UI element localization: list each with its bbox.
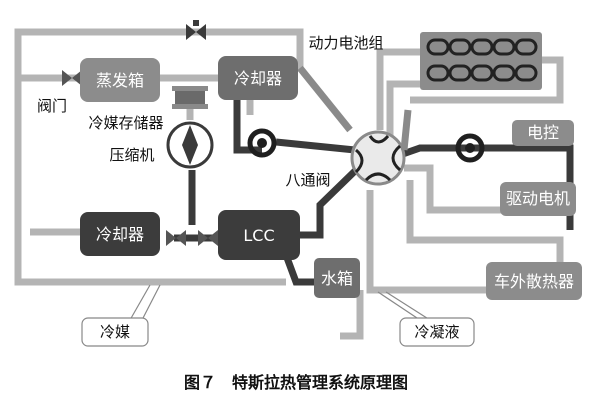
- compressor-icon: [166, 121, 214, 169]
- drive-motor-box: 驱动电机: [500, 182, 576, 216]
- external-radiator-label: 车外散热器: [494, 272, 574, 291]
- expansion-valve-icon: [166, 230, 218, 246]
- electronic-control-box: 电控: [512, 120, 574, 146]
- cooler-left-label: 冷却器: [96, 225, 144, 244]
- refrigerant-storage: [172, 86, 208, 109]
- refrigerant-label: 冷媒: [100, 323, 130, 341]
- electronic-control-label: 电控: [527, 123, 559, 142]
- drive-motor-label: 驱动电机: [506, 189, 570, 208]
- misc-pipes: [297, 65, 412, 151]
- refrigerant-storage-label: 冷媒存储器: [88, 114, 163, 132]
- external-radiator-box: 车外散热器: [486, 262, 582, 300]
- valve-icon: [62, 70, 82, 86]
- evaporator-label: 蒸发箱: [96, 71, 144, 90]
- coolant-label: 冷凝液: [414, 323, 459, 341]
- figure-caption: 图７ 特斯拉热管理系统原理图: [184, 373, 408, 392]
- battery-pack: [420, 32, 542, 90]
- compressor-label: 压缩机: [109, 146, 154, 164]
- top-valve-icon: [186, 20, 206, 40]
- lcc-box: LCC: [218, 210, 300, 260]
- eight-way-valve-label: 八通阀: [285, 171, 330, 189]
- water-tank-label: 水箱: [321, 269, 353, 288]
- coolant-callout: 冷凝液: [377, 291, 475, 347]
- cooler-left-box: 冷却器: [80, 212, 160, 256]
- battery-pack-label: 动力电池组: [308, 34, 383, 52]
- eight-way-valve-icon: [350, 130, 406, 186]
- evaporator-box: 蒸发箱: [80, 58, 160, 102]
- valve-label: 阀门: [37, 97, 67, 115]
- water-tank-box: 水箱: [314, 258, 360, 298]
- cooler-top-box: 冷却器: [218, 56, 298, 100]
- coil-icon-right: [455, 133, 485, 163]
- coil-icon-left: [247, 128, 277, 158]
- refrigerant-callout: 冷媒: [81, 284, 161, 347]
- lcc-label: LCC: [243, 226, 274, 245]
- cooler-top-label: 冷却器: [234, 69, 282, 88]
